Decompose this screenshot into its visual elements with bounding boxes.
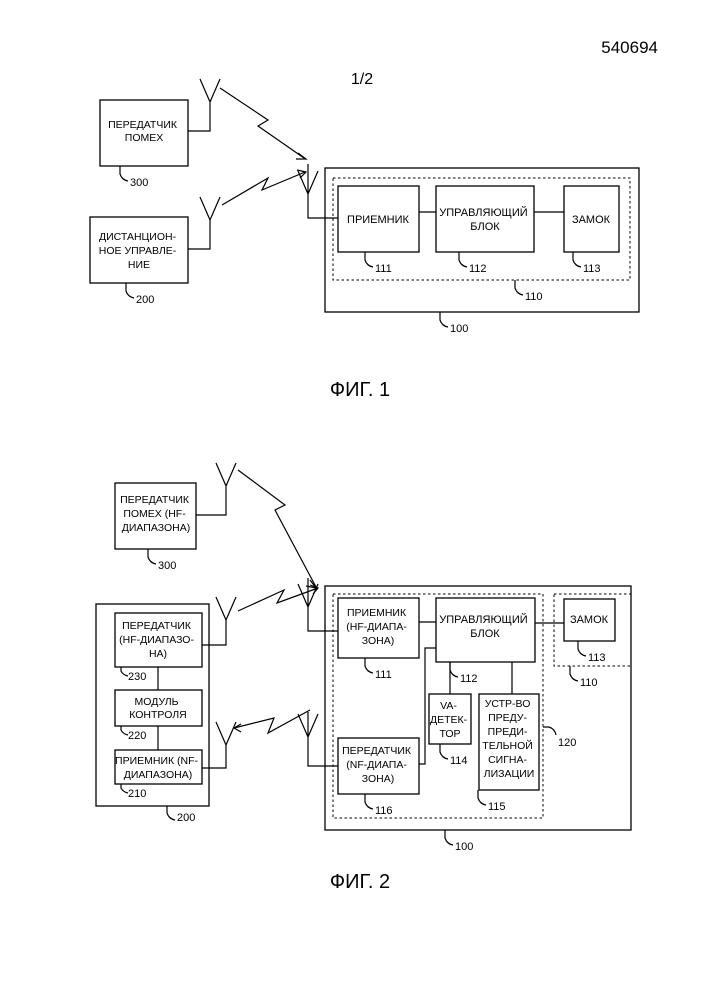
fig1-jammer-label: ПЕРЕДАТЧИК ПОМЕХ <box>108 119 180 144</box>
fig2-vehicle-tx-antenna <box>298 712 338 766</box>
fig2-jammer-ref: 300 <box>158 560 176 572</box>
fig2-warning-device-label: УСТР-ВО ПРЕДУ- ПРЕДИ- ТЕЛЬНОЙ СИГНА- ЛИЗ… <box>482 698 535 780</box>
fig1-jammer-antenna <box>188 79 220 131</box>
document-number: 540694 <box>601 38 658 57</box>
fig2-rc-module-label: МОДУЛЬ КОНТРОЛЯ <box>129 696 186 721</box>
fig2-va-detector-label: VA- ДЕТЕК- ТОР <box>430 700 470 740</box>
fig2-receiver-label: ПРИЕМНИК (HF-ДИАПА- ЗОНА) <box>346 607 410 647</box>
fig1-lock-label: ЗАМОК <box>572 214 611 226</box>
fig2-group-110-ref: 110 <box>580 677 598 689</box>
fig1-vehicle-box <box>325 168 639 312</box>
figure-1: ПЕРЕДАТЧИК ПОМЕХ 300 ДИСТАНЦИОН- НОЕ УПР… <box>90 79 639 401</box>
fig2-remote-ref: 200 <box>177 812 195 824</box>
fig2-lock-ref: 113 <box>588 652 606 664</box>
fig2-control-ref: 112 <box>460 673 478 685</box>
fig1-receiver-label: ПРИЕМНИК <box>347 214 409 226</box>
fig1-remote-signal <box>222 172 305 205</box>
fig1-vehicle-ref: 100 <box>450 323 468 335</box>
fig1-jammer-ref: 300 <box>130 177 148 189</box>
fig1-caption: ФИГ. 1 <box>330 379 390 401</box>
fig2-transmitter-ref: 116 <box>375 805 393 817</box>
fig2-warning-device-ref: 115 <box>488 801 506 813</box>
fig2-remote-signal <box>238 588 318 611</box>
fig2-lock-label: ЗАМОК <box>570 614 609 626</box>
page-number: 1/2 <box>351 71 373 88</box>
fig2-rc-receiver-label: ПРИЕМНИК (NF- ДИАПАЗОНА) <box>115 755 201 781</box>
fig2-transmitter-label: ПЕРЕДАТЧИК (NF-ДИАПА- ЗОНА) <box>342 745 414 785</box>
figure-2: ПЕРЕДАТЧИК ПОМЕХ (HF- ДИАПАЗОНА) 300 200… <box>96 463 631 893</box>
fig2-rc-module-ref: 220 <box>128 730 146 742</box>
fig2-jammer-signal <box>238 470 316 587</box>
fig1-control-ref: 112 <box>469 263 487 275</box>
fig2-jammer-label: ПЕРЕДАТЧИК ПОМЕХ (HF- ДИАПАЗОНА) <box>120 494 192 534</box>
fig1-remote-antenna <box>188 197 220 249</box>
fig2-rc-receiver-ref: 210 <box>128 788 146 800</box>
fig1-remote-ref: 200 <box>136 294 154 306</box>
fig2-caption: ФИГ. 2 <box>330 871 390 893</box>
fig2-rc-transmitter-label: ПЕРЕДАТЧИК (HF-ДИАПАЗО- НА) <box>119 620 197 660</box>
fig1-control-label: УПРАВЛЯЮЩИЙ БЛОК <box>439 206 531 233</box>
fig1-group-ref: 110 <box>525 291 543 303</box>
fig2-vehicle-signal <box>234 710 310 733</box>
fig2-rc-transmitter-ref: 230 <box>128 671 146 683</box>
fig2-receiver-ref: 111 <box>375 669 392 681</box>
fig2-control-label: УПРАВЛЯЮЩИЙ БЛОК <box>439 613 531 640</box>
fig1-control-box <box>436 186 534 252</box>
fig1-jammer-signal <box>220 88 304 158</box>
fig1-remote-label: ДИСТАНЦИОН- НОЕ УПРАВЛЕ- НИЕ <box>99 231 179 271</box>
fig1-receiver-ref: 111 <box>375 263 392 275</box>
fig2-group-120-ref: 120 <box>558 737 576 749</box>
fig2-va-detector-ref: 114 <box>450 755 468 767</box>
fig2-jammer-antenna <box>196 463 236 515</box>
fig2-vehicle-ref: 100 <box>455 841 473 853</box>
fig2-rc-rx-antenna <box>202 722 236 768</box>
fig1-lock-ref: 113 <box>583 263 601 275</box>
